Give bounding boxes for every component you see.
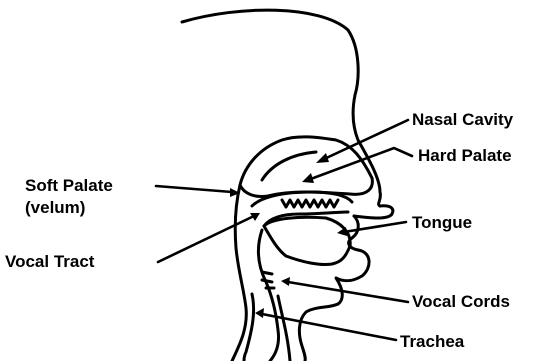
pharynx-front-wall — [259, 230, 279, 361]
pharynx-back-wall — [232, 185, 246, 361]
soft-palate-leader — [156, 186, 232, 192]
hard-palate-label: Hard Palate — [418, 146, 512, 165]
vocal-tract-leader — [158, 216, 254, 262]
tongue-shape — [264, 217, 350, 264]
vocal-cords-leader — [288, 282, 408, 302]
soft-palate-label: Soft Palate — [25, 176, 113, 195]
skull-outline — [182, 10, 380, 206]
vocal-cords-label: Vocal Cords — [412, 292, 510, 311]
nasal-cavity-label: Nasal Cavity — [412, 110, 514, 129]
nose-outline — [354, 206, 393, 218]
vocal-cords-arrowhead — [281, 277, 290, 286]
hard-palate-leader — [308, 148, 412, 180]
vocal-tract-label: Vocal Tract — [5, 252, 95, 271]
neck-front-outline — [299, 304, 338, 361]
trachea-label: Trachea — [400, 332, 465, 351]
trachea-leader — [262, 314, 396, 340]
nasal-cavity-inner — [262, 152, 316, 180]
velum-label: (velum) — [25, 198, 85, 217]
esophagus-shape — [278, 296, 290, 361]
trachea-arrowhead — [255, 308, 264, 318]
hard-palate-arrowhead — [302, 173, 314, 183]
tongue-leader — [344, 222, 406, 232]
tongue-label: Tongue — [412, 213, 472, 232]
nasal-cavity-arrowhead — [316, 153, 329, 163]
upper-teeth — [282, 200, 338, 207]
